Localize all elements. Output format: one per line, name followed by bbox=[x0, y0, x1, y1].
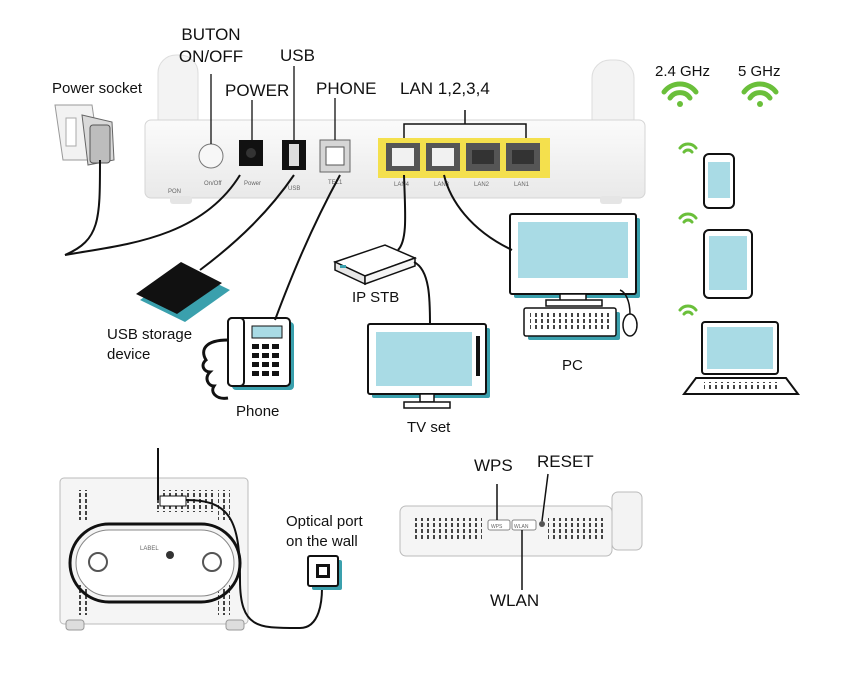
optical-port-label-line2: on the wall bbox=[286, 533, 358, 550]
usb-storage-label-line1: USB storage bbox=[107, 326, 193, 343]
lan2-port bbox=[466, 143, 500, 171]
power-socket bbox=[54, 104, 115, 166]
lan2-tag: LAN2 bbox=[474, 182, 490, 188]
optical-fiber-cable bbox=[185, 499, 323, 630]
optical-wall-port-icon bbox=[307, 555, 342, 590]
ip-stb-icon bbox=[332, 244, 418, 286]
wps-label: WPS bbox=[474, 456, 513, 475]
router-side-view: WPS WLAN bbox=[399, 491, 643, 557]
smartphone-icon bbox=[703, 153, 735, 209]
ip-stb-label: IP STB bbox=[352, 289, 400, 306]
wifi-small-icon-laptop bbox=[678, 304, 698, 316]
label-tag: LABEL bbox=[140, 546, 159, 552]
phone-device-icon bbox=[201, 317, 294, 400]
wifi-small-icon-phone bbox=[678, 142, 698, 154]
usb-tag: USB bbox=[288, 186, 300, 192]
stb-tv-cable bbox=[413, 261, 431, 326]
buton-on-off-label-line1: BUTON bbox=[181, 25, 241, 44]
phone-port-label: PHONE bbox=[316, 79, 377, 98]
pc-lan-cable bbox=[443, 174, 513, 251]
optical-port-label-line1: Optical port bbox=[286, 513, 363, 530]
wps-button[interactable] bbox=[487, 519, 511, 531]
freq-2-4ghz-label: 2.4 GHz bbox=[655, 63, 711, 80]
lan1-tag: LAN1 bbox=[514, 182, 530, 188]
pon-tag: PON bbox=[168, 189, 181, 195]
lan3-tag: LAN3 bbox=[434, 182, 450, 188]
wps-btn-tag: WPS bbox=[491, 524, 503, 530]
reset-label: RESET bbox=[537, 452, 594, 471]
lan1-port bbox=[506, 143, 540, 171]
usb-port-label: USB bbox=[280, 46, 315, 65]
tv-set-label: TV set bbox=[407, 419, 451, 436]
freq-5ghz-label: 5 GHz bbox=[738, 63, 781, 80]
lan4-port bbox=[386, 143, 420, 171]
wifi-5ghz-icon bbox=[741, 81, 779, 107]
phone-device-label: Phone bbox=[236, 403, 280, 420]
power-cable-router bbox=[64, 174, 241, 256]
usb-storage-device-icon bbox=[136, 262, 230, 322]
lan-bracket bbox=[403, 110, 527, 138]
usb-cable bbox=[199, 174, 295, 271]
stb-lan-cable bbox=[397, 174, 407, 251]
lan4-tag: LAN4 bbox=[394, 182, 410, 188]
on-off-button[interactable] bbox=[198, 143, 224, 169]
router-bottom-view: LABEL bbox=[59, 477, 249, 631]
usb-storage-label-line2: device bbox=[107, 346, 151, 363]
buton-on-off-label-line2: ON/OFF bbox=[178, 47, 244, 66]
power-tag: Power bbox=[244, 181, 261, 187]
tv-set-icon bbox=[367, 323, 490, 409]
power-cable-socket bbox=[64, 159, 101, 256]
lan3-port bbox=[426, 143, 460, 171]
tablet-icon bbox=[703, 229, 753, 299]
phone-cable bbox=[274, 174, 341, 321]
wlan-button[interactable] bbox=[511, 519, 537, 531]
power-port-label: POWER bbox=[225, 81, 290, 100]
pc-icon bbox=[509, 213, 640, 340]
wifi-2-4ghz-icon bbox=[661, 81, 699, 107]
pc-label: PC bbox=[562, 357, 583, 374]
wlan-label: WLAN bbox=[490, 591, 540, 610]
router-rear-panel: On/Off Power USB TEL1 LAN4 LAN3 LAN2 LAN… bbox=[144, 54, 646, 204]
power-socket-label: Power socket bbox=[52, 80, 143, 97]
onoff-tag: On/Off bbox=[204, 181, 222, 187]
laptop-icon bbox=[682, 321, 800, 395]
wlan-btn-tag: WLAN bbox=[514, 524, 529, 530]
reset-button[interactable] bbox=[539, 521, 545, 527]
lan-ports-label: LAN 1,2,3,4 bbox=[400, 79, 490, 98]
wifi-small-icon-tablet bbox=[678, 212, 698, 224]
